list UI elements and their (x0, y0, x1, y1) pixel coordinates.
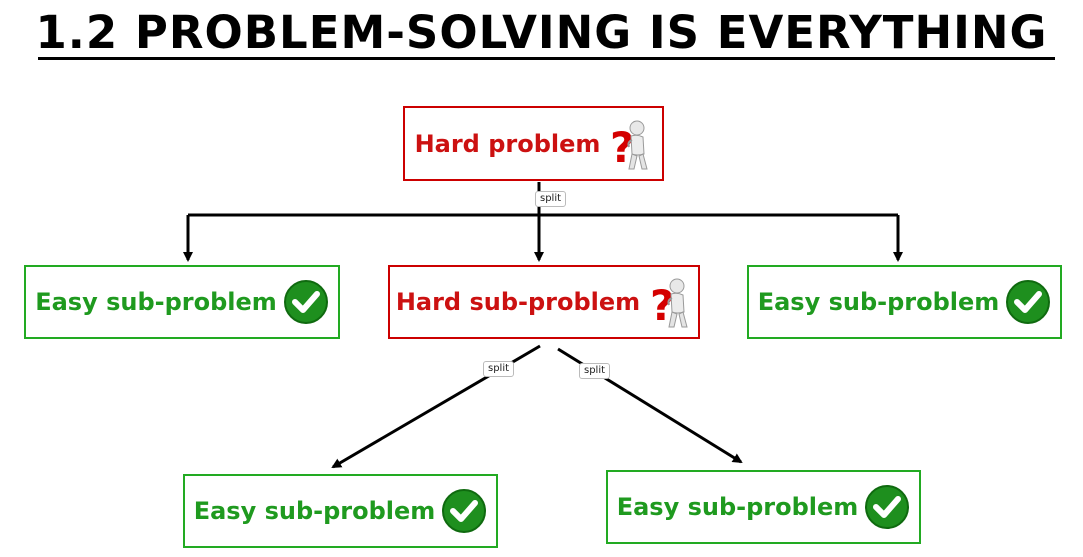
split-label-root: split (535, 191, 567, 207)
node-label: Easy sub-problem (616, 493, 859, 521)
split-label-middle-right: split (579, 363, 611, 379)
node-label: Easy sub-problem (35, 288, 277, 316)
green-checkmark-icon (1005, 279, 1051, 325)
page-title: 1.2 PROBLEM-SOLVING IS EVERYTHING (35, 6, 1048, 59)
split-label-middle-left: split (483, 361, 515, 377)
title-underline (38, 57, 1055, 60)
node-label: Easy sub-problem (193, 497, 436, 525)
node-hard-sub-problem: Hard sub-problem ? (388, 265, 700, 339)
green-checkmark-icon (283, 279, 329, 325)
green-checkmark-icon (441, 488, 487, 534)
node-label: Easy sub-problem (757, 288, 1000, 316)
node-easy-sub-problem-bottom-right: Easy sub-problem (606, 470, 921, 544)
node-easy-sub-problem-left: Easy sub-problem (24, 265, 340, 339)
node-hard-problem: Hard problem ? (403, 106, 664, 181)
node-easy-sub-problem-bottom-left: Easy sub-problem (183, 474, 498, 548)
green-checkmark-icon (864, 484, 910, 530)
node-label: Hard problem (414, 129, 601, 158)
node-easy-sub-problem-right: Easy sub-problem (747, 265, 1062, 339)
thinking-figure-question-mark-icon: ? (646, 274, 692, 330)
node-label: Hard sub-problem (395, 288, 641, 316)
thinking-figure-question-mark-icon: ? (606, 116, 652, 172)
